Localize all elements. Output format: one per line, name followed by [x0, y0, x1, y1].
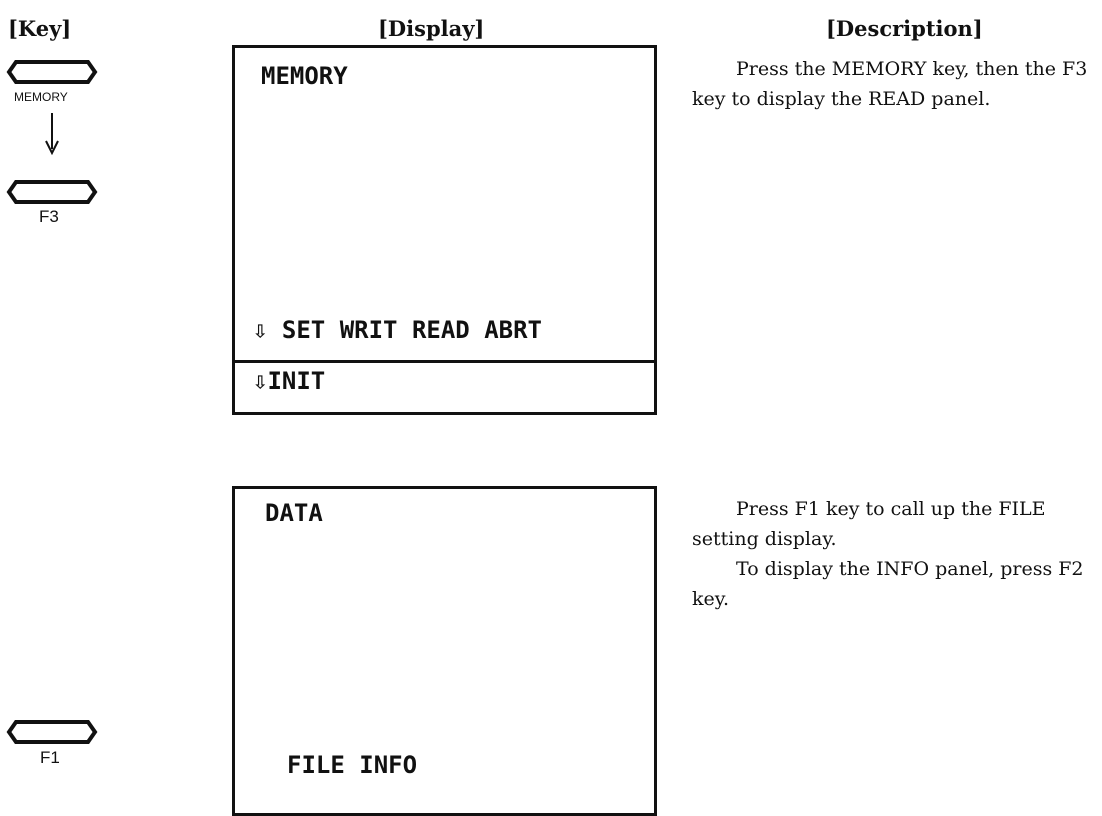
- memory-key-icon[interactable]: [6, 60, 98, 84]
- f1-key-label: F1: [40, 748, 60, 767]
- description-paragraph: Press the MEMORY key, then the F3 key to…: [692, 58, 1088, 110]
- f3-key-label: F3: [39, 207, 59, 226]
- description-paragraph: Press F1 key to call up the FILE setting…: [692, 498, 1046, 550]
- display-title: DATA: [265, 499, 323, 527]
- description-paragraph: To display the INFO panel, press F2 key.: [692, 558, 1084, 610]
- display-column-header: [Display]: [378, 16, 485, 41]
- description-1: Press the MEMORY key, then the F3 key to…: [692, 54, 1097, 114]
- data-display-screen: DATA FILE INFO: [232, 486, 657, 816]
- f3-key-icon[interactable]: [6, 180, 98, 204]
- description-2: Press F1 key to call up the FILE setting…: [692, 494, 1097, 614]
- memory-key-label: MEMORY: [14, 90, 68, 104]
- description-column-header: [Description]: [826, 16, 983, 41]
- display-title: MEMORY: [261, 62, 348, 90]
- sub-softkey-bar: ⇩INIT: [232, 361, 657, 415]
- softkey-row: FILE INFO: [287, 751, 418, 779]
- memory-display-screen: MEMORY ⇩ SET WRIT READ ABRT: [232, 45, 657, 363]
- key-column-header: [Key]: [8, 16, 72, 41]
- f1-key-icon[interactable]: [6, 720, 98, 744]
- sub-softkey-row: ⇩INIT: [253, 367, 326, 395]
- softkey-row: ⇩ SET WRIT READ ABRT: [253, 316, 542, 344]
- arrow-down-icon: [45, 113, 59, 155]
